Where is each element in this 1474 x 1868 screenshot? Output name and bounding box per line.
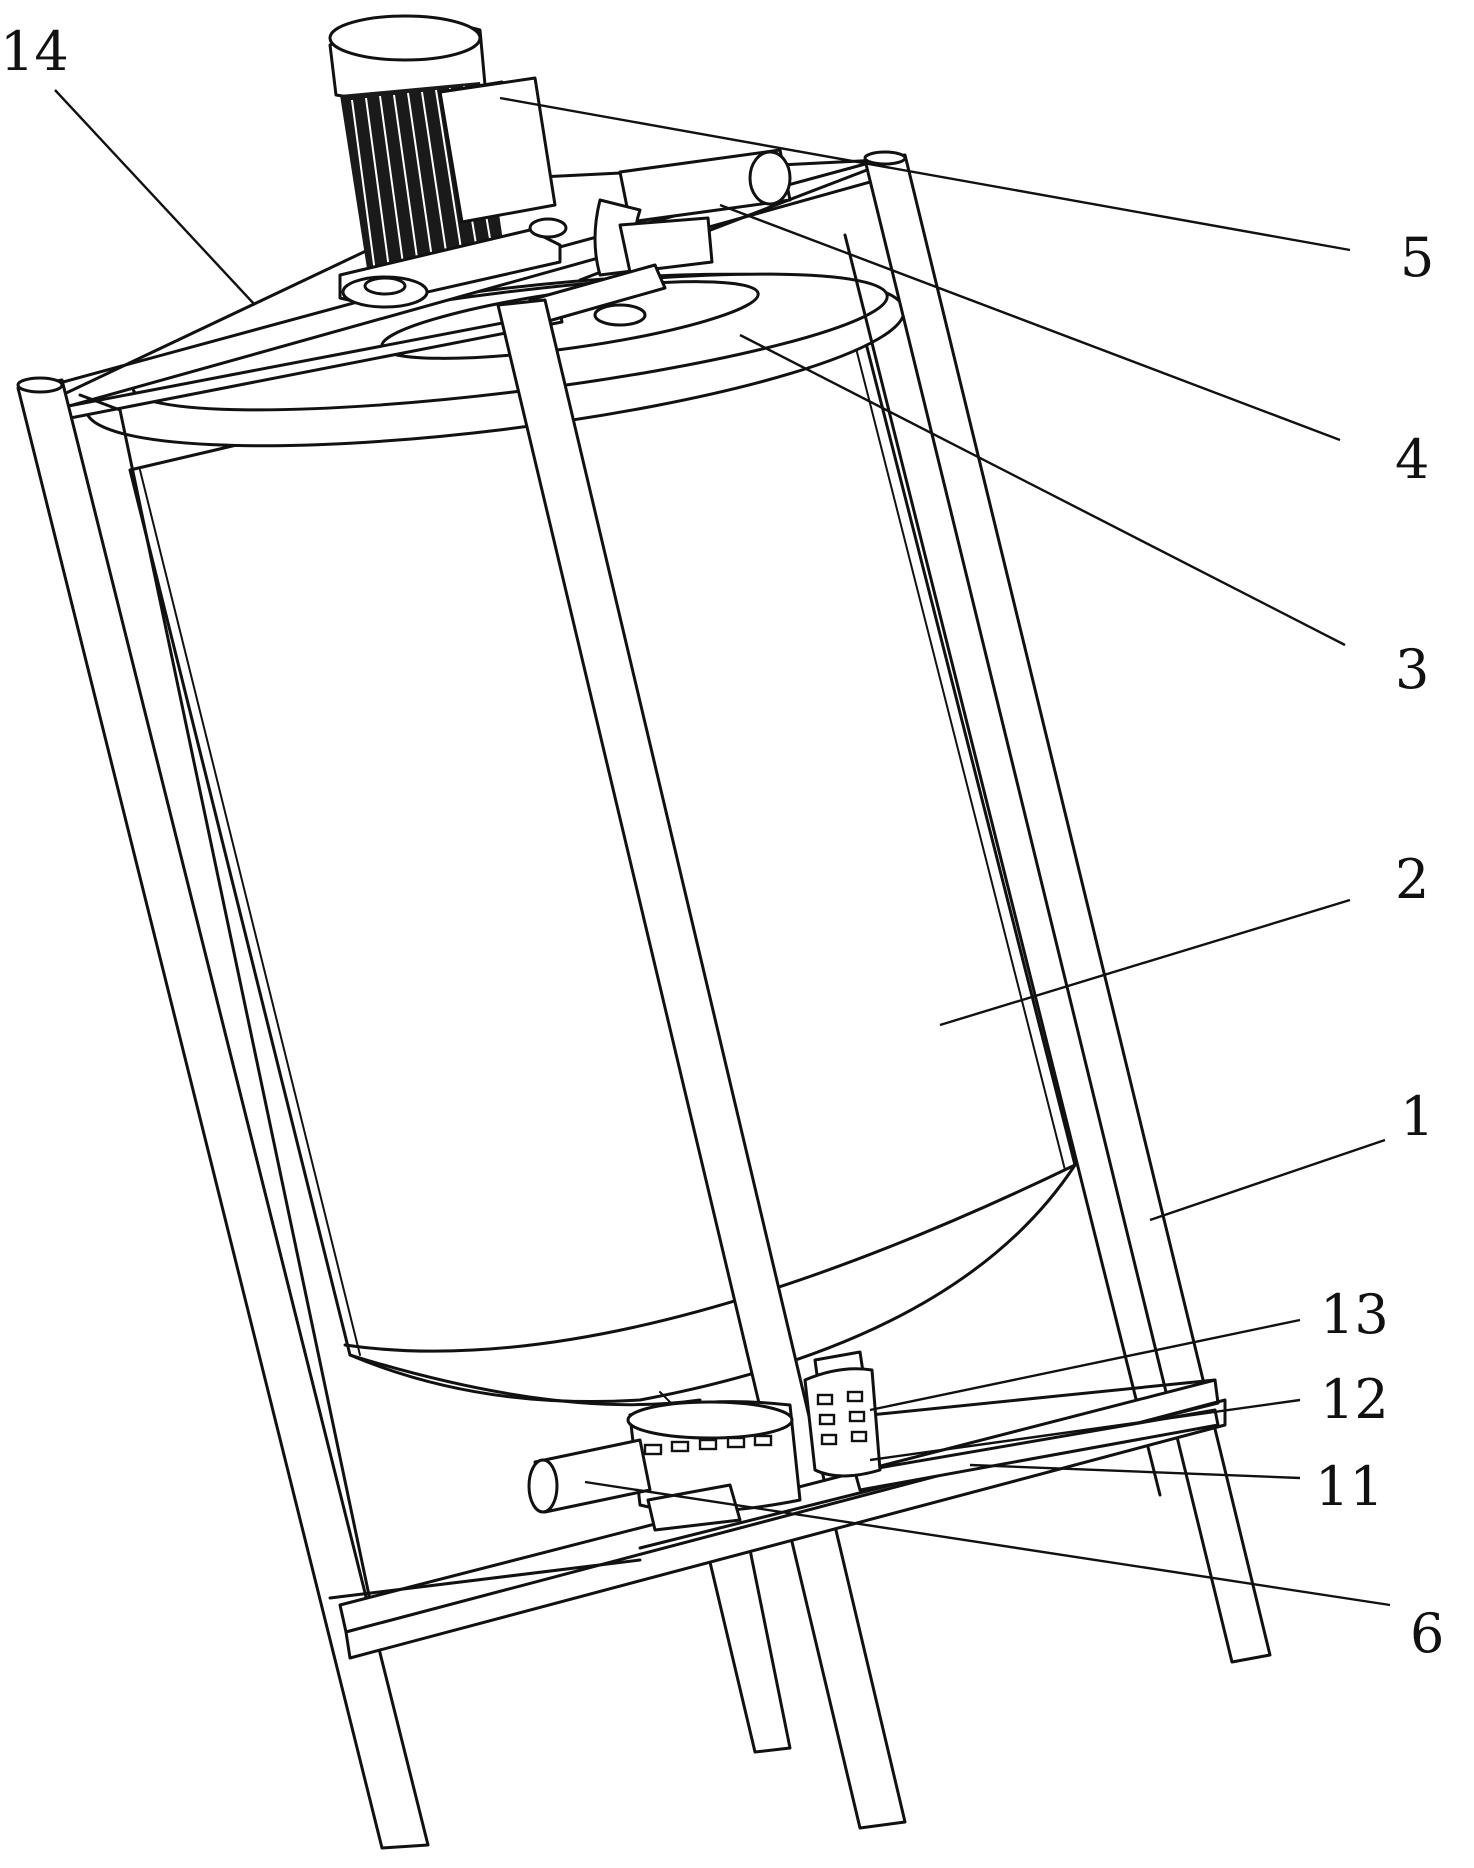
callout-1: 1 xyxy=(1400,1085,1434,1148)
support-frame xyxy=(16,150,1272,1850)
callout-11: 11 xyxy=(1315,1455,1384,1518)
leader-4 xyxy=(719,203,1341,442)
leader-2 xyxy=(939,898,1351,1027)
leader-14 xyxy=(54,89,256,306)
leader-11 xyxy=(969,1463,1301,1480)
callout-14: 14 xyxy=(0,20,69,83)
callout-12: 12 xyxy=(1320,1368,1389,1431)
leader-lines xyxy=(54,89,1391,1607)
callout-labels: 14 5 4 3 2 1 13 12 11 6 xyxy=(0,20,1444,1665)
leader-5 xyxy=(499,96,1351,252)
callout-3: 3 xyxy=(1395,638,1429,701)
leader-6 xyxy=(584,1480,1391,1607)
leader-12 xyxy=(869,1398,1301,1462)
callout-4: 4 xyxy=(1395,428,1429,491)
leader-1 xyxy=(1149,1138,1386,1222)
callout-13: 13 xyxy=(1320,1283,1389,1346)
callout-2: 2 xyxy=(1395,848,1429,911)
leader-13 xyxy=(869,1318,1301,1412)
callout-5: 5 xyxy=(1400,226,1434,289)
callout-6: 6 xyxy=(1410,1602,1444,1665)
tank-body xyxy=(128,298,1077,1413)
bottom-outlet-assembly xyxy=(527,1350,882,1532)
motor xyxy=(328,14,568,309)
leader-3 xyxy=(739,333,1346,647)
feed-pipe xyxy=(528,148,792,327)
